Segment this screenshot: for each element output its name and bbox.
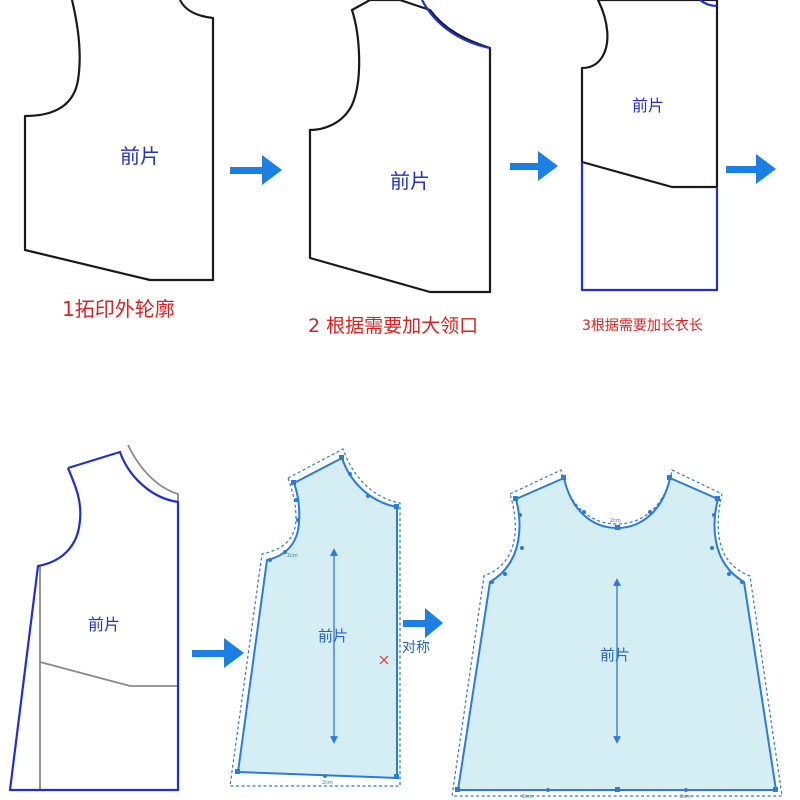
svg-text:2cm: 2cm [287, 553, 298, 559]
step4-piece-label: 前片 [88, 615, 120, 634]
step6-piece-label: 前片 [600, 646, 630, 664]
step1-caption: 1拓印外轮廓 [62, 297, 175, 321]
step1-piece: 前片 [23, 0, 215, 282]
step4-piece: 前片 [8, 444, 180, 792]
svg-text:2cm: 2cm [522, 794, 533, 800]
step3-caption: 3根据需要加长衣长 [582, 318, 703, 334]
svg-text:2cm: 2cm [322, 780, 333, 786]
right-arrow-icon [192, 638, 244, 668]
step6-piece: 2cm 2cm 2cm 前片 [451, 469, 783, 800]
step5-piece-label: 前片 [318, 627, 348, 645]
svg-text:2cm: 2cm [680, 794, 691, 800]
step2-caption: 2 根据需要加大领口 [308, 315, 478, 337]
right-arrow-icon [510, 151, 558, 181]
step1-piece-label: 前片 [120, 144, 160, 168]
step5-piece: 2cm 2cm 前片 [229, 448, 401, 787]
step3-piece-label: 前片 [632, 96, 664, 115]
symmetry-x-icon [379, 655, 389, 665]
symmetry-label: 对称 [402, 640, 430, 656]
step2-piece-label: 前片 [390, 169, 430, 193]
right-arrow-icon [230, 155, 282, 185]
right-arrow-icon [726, 154, 776, 184]
step3-piece: 前片 [580, 0, 719, 292]
right-arrow-icon [403, 608, 443, 638]
svg-text:2cm: 2cm [610, 518, 621, 524]
step2-piece: 前片 [308, 0, 492, 294]
